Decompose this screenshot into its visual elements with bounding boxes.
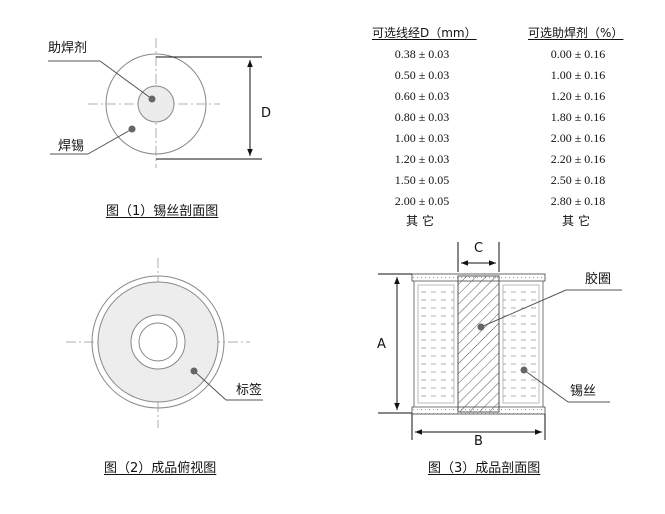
flux-core-circle — [137, 85, 175, 123]
fig1-caption: 图（1）锡丝剖面图 — [106, 204, 219, 219]
table-cell-diameter: 1.00 ± 0.03 — [394, 131, 450, 145]
table-cell-diameter: 0.50 ± 0.03 — [394, 68, 450, 82]
table-cell-diameter: 0.38 ± 0.03 — [394, 47, 450, 61]
table-header-flux: 可选助焊剂（%） — [528, 26, 624, 40]
table-header-diameter: 可选线经D（mm） — [372, 26, 477, 40]
table-cell-flux: 1.80 ± 0.16 — [550, 110, 606, 124]
table-cell-diameter: 1.20 ± 0.03 — [394, 152, 450, 166]
table-cell-flux: 1.20 ± 0.16 — [550, 89, 606, 103]
fig2-caption: 图（2）成品俯视图 — [104, 461, 217, 476]
reel-outer-circle — [91, 275, 225, 409]
table-cell-other-flux: 其它 — [561, 214, 594, 228]
flux-label: 助焊剂 — [48, 41, 88, 56]
solder-label: 焊锡 — [58, 139, 85, 154]
dimension-b-label: B — [474, 434, 483, 449]
table-cell-diameter: 0.80 ± 0.03 — [394, 110, 450, 124]
core-hatched — [457, 275, 500, 413]
dimension-d-label: D — [261, 106, 272, 121]
solder-outer-circle — [105, 53, 207, 155]
dimension-c-label: C — [474, 241, 484, 256]
table-cell-diameter: 0.60 ± 0.03 — [394, 89, 450, 103]
glue-ring-label: 胶圈 — [585, 272, 612, 287]
fig3-section-view — [378, 242, 622, 440]
table-cell-flux: 0.00 ± 0.16 — [550, 47, 606, 61]
fig3-caption: 图（3）成品剖面图 — [428, 461, 541, 476]
tag-label: 标签 — [236, 383, 263, 398]
table-cell-flux: 2.80 ± 0.18 — [550, 194, 606, 208]
table-cell-other-diameter: 其它 — [405, 214, 438, 228]
fig2-top-view — [66, 258, 263, 428]
table-cell-diameter: 2.00 ± 0.05 — [394, 194, 450, 208]
table-cell-diameter: 1.50 ± 0.05 — [394, 173, 450, 187]
table-cell-flux: 1.00 ± 0.16 — [550, 68, 606, 82]
table-cell-flux: 2.50 ± 0.18 — [550, 173, 606, 187]
dimension-a-label: A — [377, 337, 386, 352]
solder-wire-label: 锡丝 — [570, 384, 597, 399]
fig1-cross-section — [48, 38, 262, 168]
table-cell-flux: 2.00 ± 0.16 — [550, 131, 606, 145]
hub-ring-inner — [138, 322, 178, 362]
table-cell-flux: 2.20 ± 0.16 — [550, 152, 606, 166]
